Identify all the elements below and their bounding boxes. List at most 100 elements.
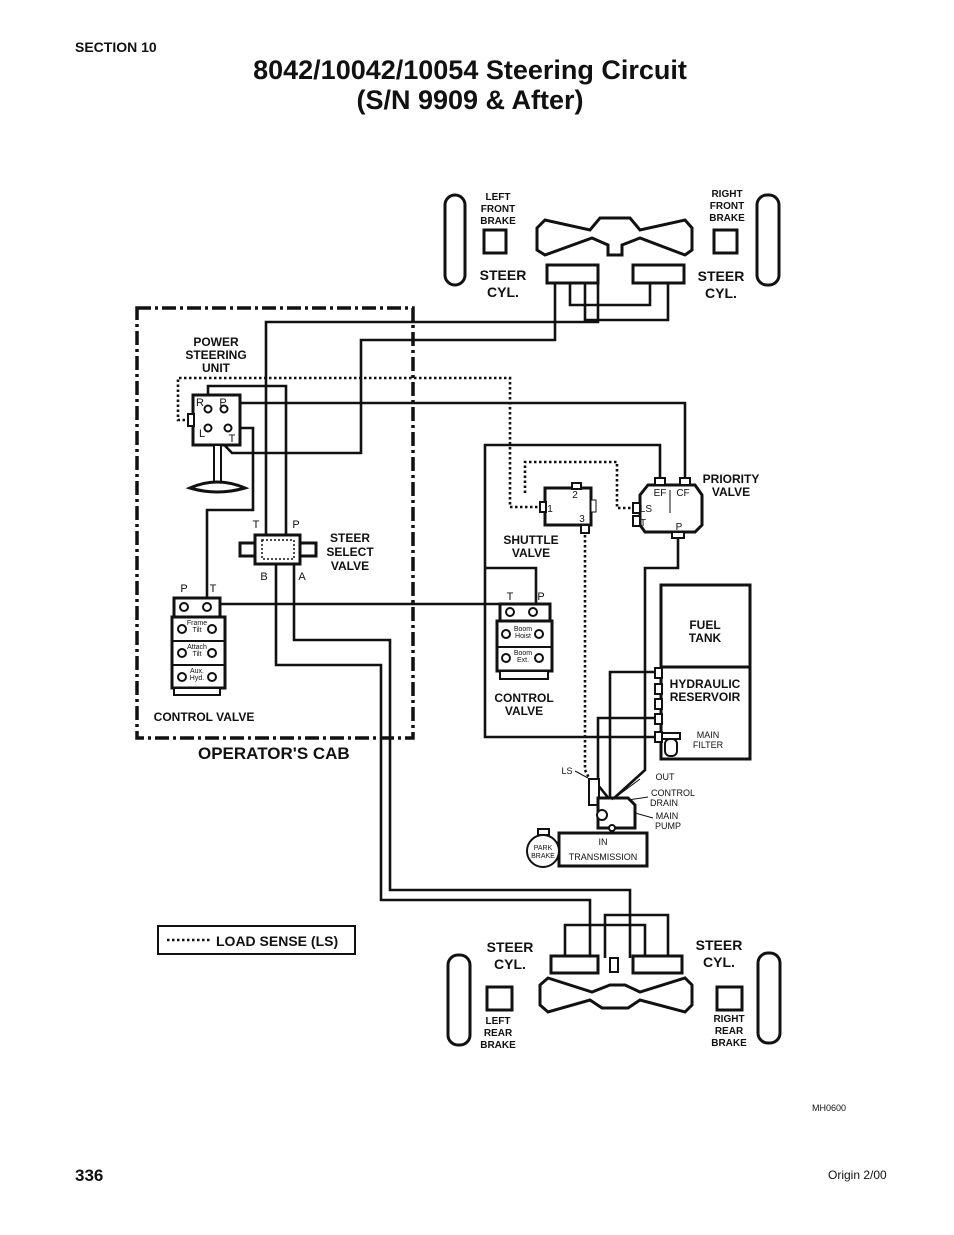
park-brake-icon xyxy=(526,834,560,868)
front-axle xyxy=(443,193,781,287)
left-rear-cyl-label: CYL. xyxy=(494,956,526,972)
left-rear-brake-label: LEFT xyxy=(486,1016,511,1027)
left-rear-brake-label: BRAKE xyxy=(480,1040,516,1051)
hose-select-b-to-rear-cyl xyxy=(274,563,592,958)
main-filter-label: FILTER xyxy=(693,740,724,750)
hydraulic-hoses xyxy=(205,283,687,958)
left-rear-brake-label: REAR xyxy=(484,1028,513,1039)
right-front-cyl-label: STEER xyxy=(698,268,745,284)
right-rear-brake-label: REAR xyxy=(715,1026,744,1037)
priority-valve-label: PRIORITY xyxy=(703,472,760,486)
left-front-cyl-label: CYL. xyxy=(487,284,519,300)
hose-select-t-to-front-cyl xyxy=(264,283,600,536)
steering-wheel-icon xyxy=(185,480,250,494)
hose-control-valve-t-return xyxy=(207,602,507,610)
select-port-a: A xyxy=(298,571,306,583)
left-front-steer-cylinder xyxy=(545,263,600,285)
operators-cab-label: OPERATOR'S CAB xyxy=(198,744,350,763)
ls-line-psu-to-shuttle xyxy=(176,376,543,509)
psu-port-p: P xyxy=(219,397,226,409)
right-rear-brake-icon xyxy=(715,985,744,1012)
right-rear-brake-label: BRAKE xyxy=(711,1038,747,1049)
hydraulic-reservoir-label: HYDRAULIC xyxy=(670,677,741,691)
left-rear-tire xyxy=(446,953,472,1047)
hose-boom-valve-p xyxy=(485,566,538,610)
priority-port-cf: CF xyxy=(676,488,689,499)
park-brake-label: PARK xyxy=(534,845,553,852)
cab-cv-port-t: T xyxy=(210,583,217,595)
section-aux-hyd: Hyd. xyxy=(190,675,204,682)
pump-ls-label: LS xyxy=(561,766,572,776)
right-front-tire xyxy=(755,193,781,287)
rear-axle-center-fitting xyxy=(609,957,619,973)
operators-cab-boundary xyxy=(135,306,415,740)
section-attach-tilt: Tilt xyxy=(192,651,201,658)
priority-valve-label: VALVE xyxy=(712,485,750,499)
right-front-brake-label: RIGHT xyxy=(711,189,742,200)
psu-port-r: R xyxy=(196,397,204,409)
right-rear-cyl-label: STEER xyxy=(696,937,743,953)
hose-psu-t-to-control-valve xyxy=(205,426,255,605)
legend xyxy=(157,925,356,955)
left-front-brake-label: FRONT xyxy=(481,204,515,215)
steer-select-valve xyxy=(238,533,318,566)
main-pump xyxy=(574,770,654,832)
left-rear-steer-cylinder xyxy=(549,954,600,975)
right-front-brake-label: BRAKE xyxy=(709,213,745,224)
boom-control-valve xyxy=(495,602,554,680)
figure-id: MH0600 xyxy=(812,1103,846,1113)
transmission-label: TRANSMISSION xyxy=(569,852,638,862)
fuel-tank-label: TANK xyxy=(689,631,722,645)
priority-port-t: T xyxy=(640,518,646,529)
priority-port-ls: LS xyxy=(640,504,653,515)
page-number: 336 xyxy=(75,1166,103,1185)
left-front-brake-label: LEFT xyxy=(486,192,511,203)
left-front-brake-label: BRAKE xyxy=(480,216,516,227)
shuttle-valve-label: SHUTTLE xyxy=(503,533,558,547)
fuel-tank-and-reservoir xyxy=(654,583,752,761)
right-rear-brake-label: RIGHT xyxy=(713,1014,744,1025)
transmission-in-label: IN xyxy=(599,837,608,847)
hose-priority-ef-to-reservoir xyxy=(483,443,662,739)
select-port-b: B xyxy=(260,571,267,583)
main-pump-label: PUMP xyxy=(655,821,681,831)
hose-reservoir-to-pump-in xyxy=(608,670,658,800)
shuttle-port-2: 2 xyxy=(572,490,578,501)
right-rear-tire xyxy=(756,951,782,1045)
ls-line-priority-to-shuttle xyxy=(523,460,637,510)
section-boom-ext: Boom xyxy=(514,650,532,657)
section-boom-ext: Ext. xyxy=(517,657,529,664)
page-title-line1: 8042/10042/10054 Steering Circuit xyxy=(253,55,687,85)
boom-control-valve-label: VALVE xyxy=(505,704,543,718)
cab-cv-port-p: P xyxy=(180,583,187,595)
shuttle-valve xyxy=(539,482,597,534)
steer-select-label: VALVE xyxy=(331,559,369,573)
control-drain-label: CONTROL xyxy=(651,788,695,798)
legend-load-sense-label: LOAD SENSE (LS) xyxy=(216,933,338,949)
shuttle-valve-label: VALVE xyxy=(512,546,550,560)
cab-control-valve xyxy=(170,596,227,696)
section-boom-hoist: Hoist xyxy=(515,633,531,640)
section-aux-hyd: Aux. xyxy=(190,668,204,675)
origin-date: Origin 2/00 xyxy=(828,1168,887,1182)
control-drain-label: DRAIN xyxy=(650,798,678,808)
select-port-t: T xyxy=(253,519,260,531)
cab-control-valve-label: CONTROL VALVE xyxy=(154,710,255,724)
hose-psu-l-to-front-cyl xyxy=(207,283,557,455)
psu-port-t: T xyxy=(229,433,236,445)
right-front-brake-icon xyxy=(712,228,739,255)
boom-cv-port-p: P xyxy=(537,591,544,603)
hose-priority-p-to-pump-out xyxy=(611,538,680,801)
right-rear-steer-cylinder xyxy=(631,954,684,975)
section-frame-tilt: Frame xyxy=(187,620,207,627)
shuttle-port-1: 1 xyxy=(547,504,553,515)
priority-valve xyxy=(632,477,704,539)
rear-axle-body xyxy=(538,976,694,1014)
right-rear-cyl-label: CYL. xyxy=(703,954,735,970)
right-front-brake-label: FRONT xyxy=(710,201,744,212)
rear-axle xyxy=(446,951,782,1047)
section-attach-tilt: Attach xyxy=(187,644,207,651)
steer-select-label: STEER xyxy=(330,531,370,545)
boom-cv-port-t: T xyxy=(507,591,514,603)
